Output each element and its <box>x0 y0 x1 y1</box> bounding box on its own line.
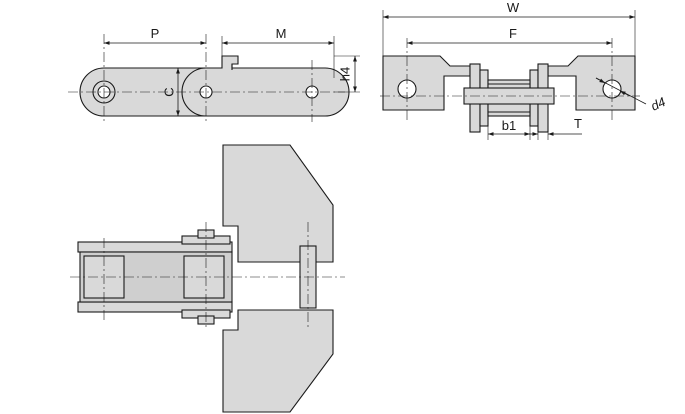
t-label: T <box>574 116 582 131</box>
attachment-plate <box>181 55 350 117</box>
f-label: F <box>509 26 517 41</box>
end-view: W F b1 T d4 <box>380 0 668 140</box>
m-label: M <box>276 26 287 41</box>
side-view: P M C h4 <box>68 26 360 122</box>
w-label: W <box>507 0 520 15</box>
upper-attachment-wing <box>222 144 334 263</box>
p-label: P <box>151 26 160 41</box>
b1-label: b1 <box>502 118 516 133</box>
right-attachment-wing <box>547 55 636 111</box>
h4-label: h4 <box>337 67 352 81</box>
d4-label: d4 <box>648 94 667 114</box>
top-view <box>70 144 345 413</box>
d4-arrow <box>595 77 606 84</box>
left-attachment-wing <box>382 55 471 111</box>
c-label: C <box>161 87 176 96</box>
lower-attachment-wing <box>222 309 334 413</box>
d4-arrow <box>619 90 631 97</box>
